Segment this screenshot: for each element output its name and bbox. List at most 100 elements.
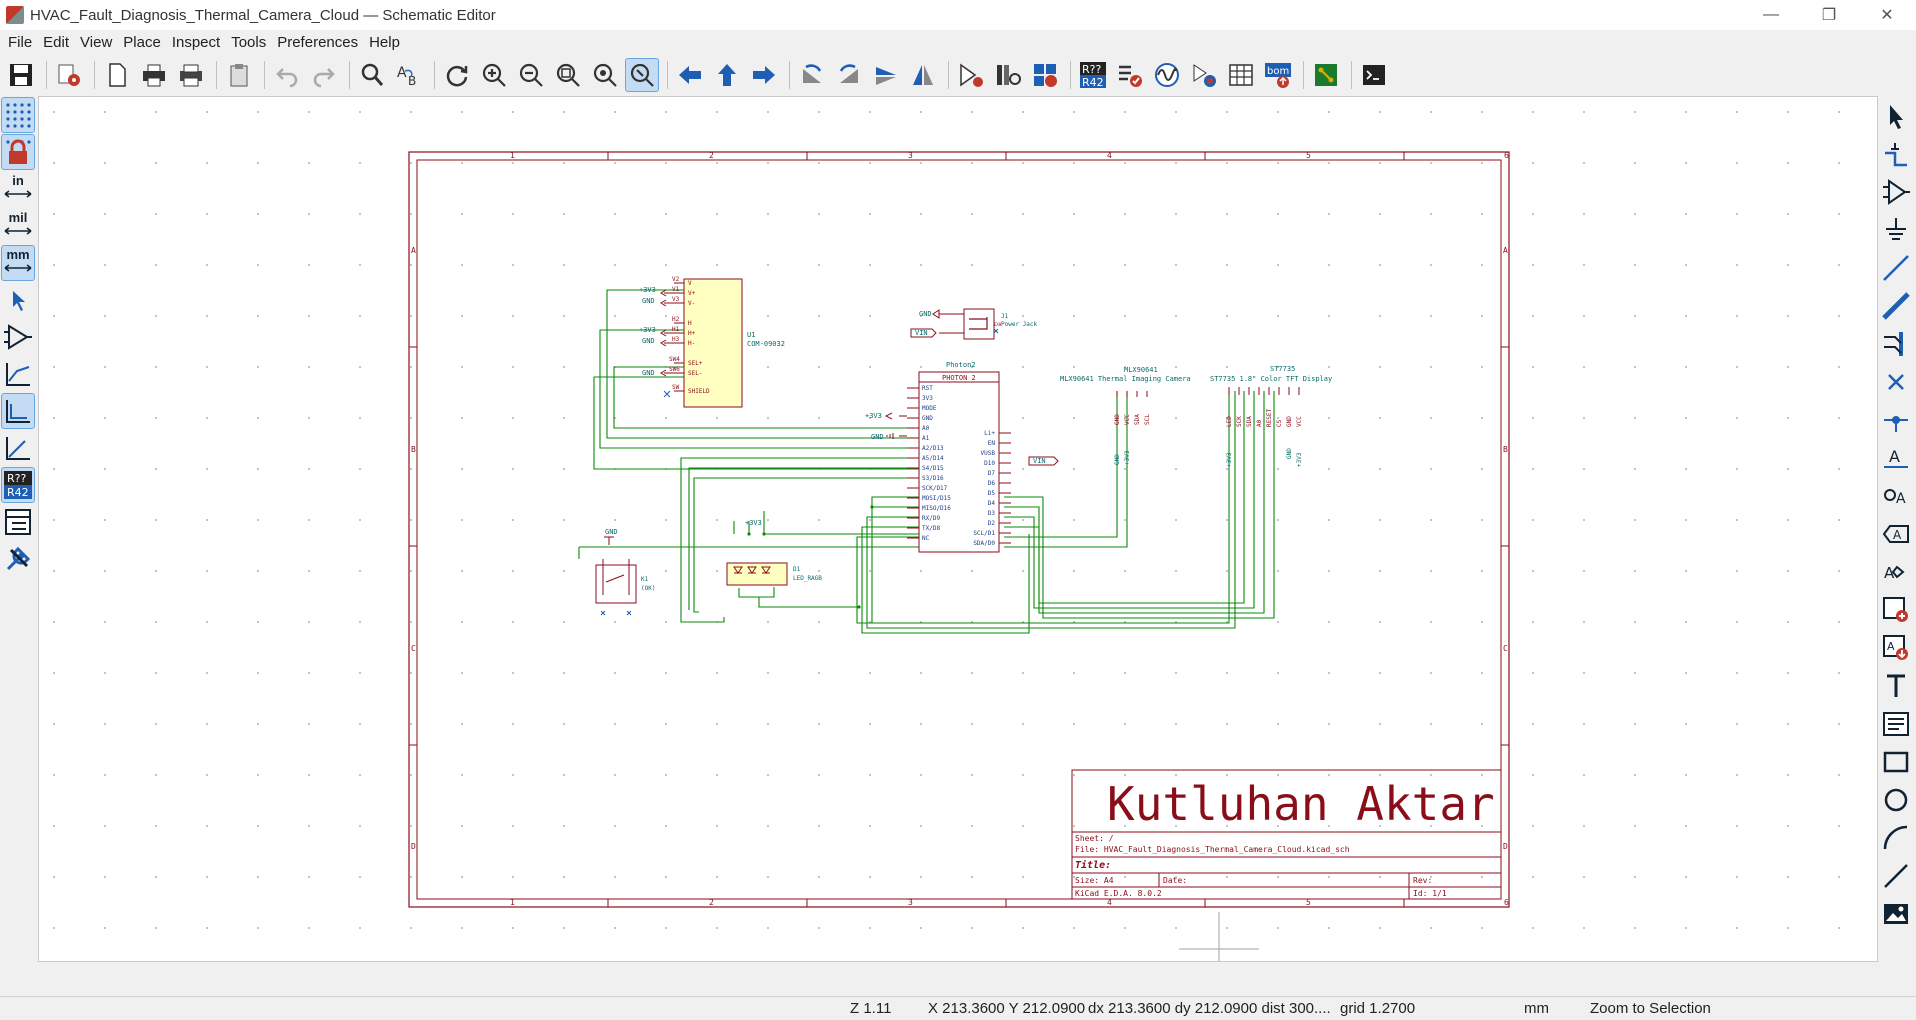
j1-power-jack-symbol[interactable]: GND VIN J1 Power Jack EXH bbox=[911, 309, 1038, 339]
menu-edit[interactable]: Edit bbox=[41, 34, 78, 51]
scripting-console-button[interactable] bbox=[1357, 58, 1391, 92]
select-tool-button[interactable] bbox=[1878, 98, 1914, 134]
add-power-button[interactable] bbox=[1878, 212, 1914, 248]
add-rectangle-button[interactable] bbox=[1878, 744, 1914, 780]
grid-overrides-button[interactable] bbox=[1, 134, 35, 170]
annotate-left-button[interactable]: R??R42 bbox=[1, 467, 35, 503]
add-junction-button[interactable] bbox=[1878, 402, 1914, 438]
zoom-fit-button[interactable] bbox=[551, 58, 585, 92]
line-mode-free-button[interactable] bbox=[1, 356, 35, 392]
menu-inspect[interactable]: Inspect bbox=[170, 34, 229, 51]
minimize-button[interactable]: — bbox=[1742, 0, 1800, 30]
bom-button[interactable]: bom bbox=[1261, 58, 1295, 92]
st7735-display-symbol[interactable]: ST7735 ST7735 1.8" Color TFT Display LED… bbox=[1210, 365, 1332, 467]
add-symbol-button[interactable] bbox=[1878, 174, 1914, 210]
menu-file[interactable]: File bbox=[6, 34, 41, 51]
close-button[interactable]: ✕ bbox=[1858, 0, 1916, 30]
print-button[interactable] bbox=[137, 58, 171, 92]
add-circle-button[interactable] bbox=[1878, 782, 1914, 818]
line-mode-45-button[interactable] bbox=[1, 430, 35, 466]
mlx90641-symbol[interactable]: MLX90641 MLX90641 Thermal Imaging Camera… bbox=[1060, 366, 1191, 465]
redo-button[interactable] bbox=[307, 58, 341, 92]
mirror-horizontal-button[interactable] bbox=[906, 58, 940, 92]
svg-text:A: A bbox=[1896, 491, 1906, 507]
hierarchy-navigator-button[interactable] bbox=[1, 504, 35, 540]
grid-toggle-button[interactable] bbox=[1, 97, 35, 133]
simulator-button[interactable] bbox=[1150, 58, 1184, 92]
wire[interactable] bbox=[681, 458, 924, 622]
find-button[interactable] bbox=[355, 58, 389, 92]
page-settings-button[interactable] bbox=[100, 58, 134, 92]
menu-view[interactable]: View bbox=[78, 34, 121, 51]
menu-preferences[interactable]: Preferences bbox=[275, 34, 367, 51]
u1-joystick-symbol[interactable]: V V+ V- H H+ H- SEL+ SEL- SHIELD V2 V1 V… bbox=[639, 276, 785, 407]
paste-button[interactable] bbox=[222, 58, 256, 92]
pcb-editor-button[interactable] bbox=[1309, 58, 1343, 92]
add-arc-button[interactable] bbox=[1878, 820, 1914, 856]
erc-button[interactable] bbox=[1113, 58, 1147, 92]
menu-tools[interactable]: Tools bbox=[229, 34, 275, 51]
save-button[interactable] bbox=[4, 58, 38, 92]
menu-place[interactable]: Place bbox=[121, 34, 170, 51]
symbol-library-button[interactable] bbox=[991, 58, 1025, 92]
wire[interactable] bbox=[1004, 391, 1117, 537]
menu-help[interactable]: Help bbox=[367, 34, 409, 51]
schematic-setup-button[interactable] bbox=[52, 58, 86, 92]
line-mode-90-button[interactable] bbox=[1, 393, 35, 429]
zoom-selection-button[interactable] bbox=[625, 58, 659, 92]
rotate-ccw-button[interactable] bbox=[795, 58, 829, 92]
wire[interactable] bbox=[689, 468, 924, 610]
add-wire-button[interactable] bbox=[1878, 250, 1914, 286]
add-textbox-button[interactable] bbox=[1878, 706, 1914, 742]
schematic-canvas[interactable]: 1 2 3 4 5 6 1 2 3 4 5 6 A B C D A B C D … bbox=[38, 96, 1878, 962]
hidden-pins-button[interactable] bbox=[1, 319, 35, 355]
title-block[interactable]: Kutluhan Aktar Sheet: / File: HVAC_Fault… bbox=[1072, 770, 1501, 899]
add-global-label-button[interactable]: A bbox=[1878, 516, 1914, 552]
add-line-button[interactable] bbox=[1878, 858, 1914, 894]
photon2-symbol[interactable]: Photon2 PHOTON 2 RST3V3MODEGNDA0A1A2/D13… bbox=[865, 361, 1058, 552]
plot-button[interactable] bbox=[174, 58, 208, 92]
zoom-in-button[interactable] bbox=[477, 58, 511, 92]
units-mm-button[interactable]: mm bbox=[1, 245, 35, 281]
add-label-button[interactable]: A bbox=[1878, 440, 1914, 476]
wire[interactable] bbox=[759, 597, 859, 607]
undo-button[interactable] bbox=[270, 58, 304, 92]
add-text-button[interactable] bbox=[1878, 668, 1914, 704]
add-image-button[interactable] bbox=[1878, 896, 1914, 932]
add-bus-button[interactable] bbox=[1878, 288, 1914, 324]
wire[interactable] bbox=[694, 478, 924, 612]
add-sheet-button[interactable] bbox=[1878, 592, 1914, 628]
rotate-cw-button[interactable] bbox=[832, 58, 866, 92]
wire[interactable] bbox=[594, 377, 924, 469]
footprint-assignment-button[interactable] bbox=[1187, 58, 1221, 92]
k1-button-symbol[interactable]: GND K1 (OK) bbox=[596, 528, 655, 615]
cursor-style-button[interactable] bbox=[1, 282, 35, 318]
units-inch-button[interactable]: in bbox=[1, 171, 35, 207]
symbol-editor-button[interactable] bbox=[954, 58, 988, 92]
refresh-button[interactable] bbox=[440, 58, 474, 92]
wire[interactable] bbox=[739, 587, 774, 597]
add-bus-entry-button[interactable] bbox=[1878, 326, 1914, 362]
add-net-class-label-button[interactable]: A bbox=[1878, 478, 1914, 514]
add-hier-label-button[interactable]: A bbox=[1878, 554, 1914, 590]
restore-button[interactable]: ❐ bbox=[1800, 0, 1858, 30]
wire[interactable] bbox=[764, 511, 924, 534]
zoom-objects-button[interactable] bbox=[588, 58, 622, 92]
import-sheet-pin-button[interactable]: A bbox=[1878, 630, 1914, 666]
navigate-back-button[interactable] bbox=[673, 58, 707, 92]
units-mil-button[interactable]: mil bbox=[1, 208, 35, 244]
no-connect-button[interactable] bbox=[1878, 364, 1914, 400]
properties-panel-button[interactable] bbox=[1, 541, 35, 577]
mirror-vertical-button[interactable] bbox=[869, 58, 903, 92]
navigate-forward-button[interactable] bbox=[747, 58, 781, 92]
annotate-button[interactable]: R??R42 bbox=[1076, 58, 1110, 92]
highlight-net-button[interactable] bbox=[1878, 136, 1914, 172]
find-replace-button[interactable]: AB bbox=[392, 58, 426, 92]
d1-rgb-led-symbol[interactable]: +3V3 D1 LED_RAGB bbox=[727, 519, 822, 585]
navigate-up-button[interactable] bbox=[710, 58, 744, 92]
wire[interactable] bbox=[872, 497, 924, 623]
update-symbols-button[interactable] bbox=[1028, 58, 1062, 92]
fields-table-button[interactable] bbox=[1224, 58, 1258, 92]
zoom-out-button[interactable] bbox=[514, 58, 548, 92]
photon2-pin-label: RX/D9 bbox=[922, 515, 940, 522]
